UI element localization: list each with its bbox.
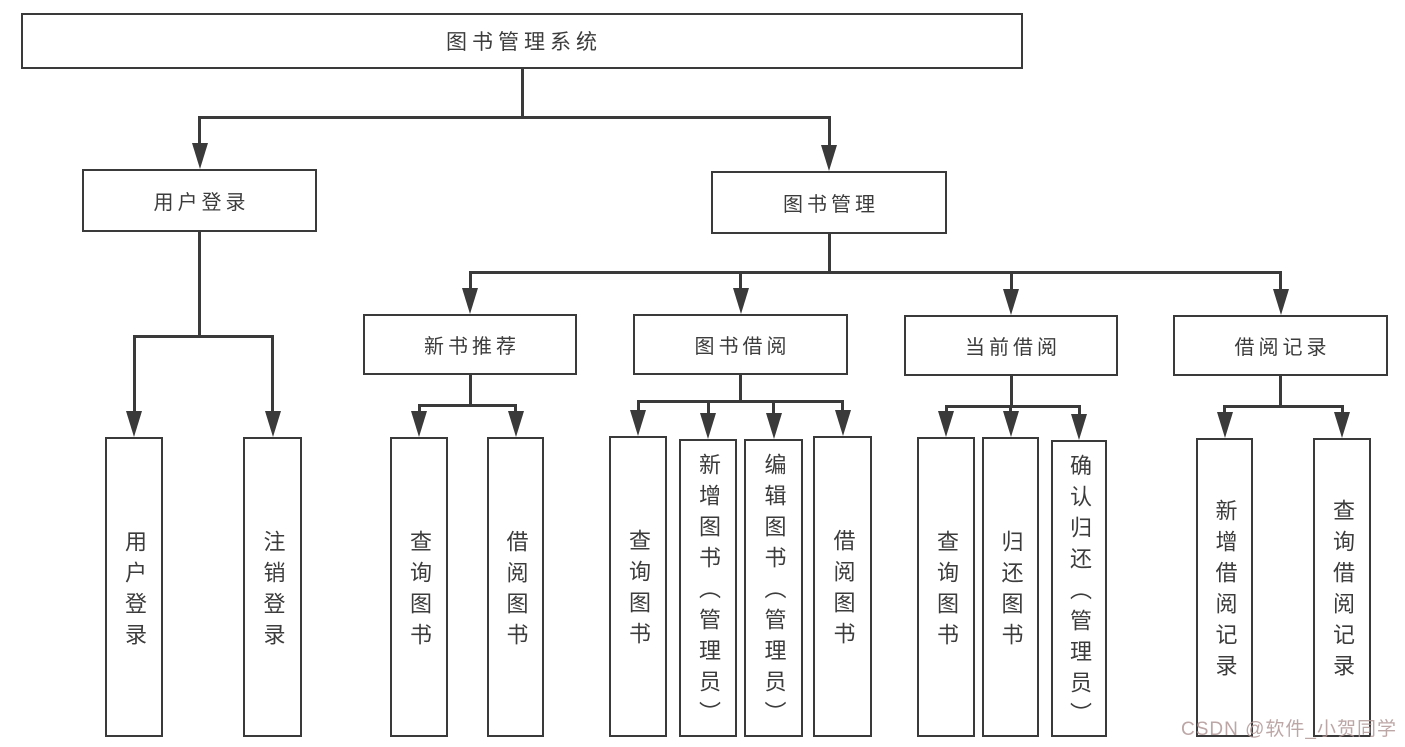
arrowhead-down-icon — [1002, 411, 1019, 437]
node-bb_borrow: 借阅图书 — [813, 436, 872, 737]
connector-line — [520, 68, 524, 117]
node-bb_edit: 编辑图书（管理员） — [744, 439, 803, 737]
connector-line — [636, 399, 640, 412]
node-root: 图书管理系统 — [21, 13, 1023, 69]
arrowhead-down-icon — [732, 288, 749, 314]
connector-line — [514, 403, 517, 413]
connector-line — [841, 399, 844, 412]
node-label: 查询图书 — [626, 529, 651, 653]
connector-line — [1340, 404, 1344, 414]
connector-line — [468, 270, 1282, 274]
arrowhead-down-icon — [507, 411, 524, 437]
connector-line — [706, 399, 710, 415]
connector-line — [1223, 404, 1344, 408]
node-bb_query: 查询图书 — [609, 436, 667, 737]
arrowhead-down-icon — [191, 143, 208, 169]
arrowhead-down-icon — [1071, 414, 1087, 440]
csdn-watermark: CSDN @软件_小贺同学 — [1181, 719, 1397, 740]
arrowhead-down-icon — [1216, 412, 1233, 438]
node-cb_confirm: 确认归还（管理员） — [1051, 440, 1107, 737]
connector-line — [468, 374, 472, 405]
connector-line — [1279, 270, 1282, 291]
node-ul_logout: 注销登录 — [243, 437, 302, 737]
connector-line — [772, 399, 775, 415]
node-cb_query: 查询图书 — [917, 437, 975, 737]
node-label: 借阅图书 — [830, 529, 856, 653]
node-label: 查询图书 — [934, 529, 959, 654]
connector-line — [1223, 404, 1226, 414]
node-label: 用户登录 — [122, 529, 147, 654]
connector-line — [1009, 375, 1013, 406]
node-label: 借阅记录 — [1234, 337, 1331, 359]
connector-line — [1009, 270, 1013, 291]
connector-line — [944, 404, 948, 413]
arrowhead-down-icon — [126, 411, 142, 437]
connector-line — [271, 334, 274, 413]
connector-line — [132, 334, 274, 338]
arrowhead-down-icon — [1334, 412, 1350, 438]
arrowhead-down-icon — [765, 413, 782, 439]
connector-line — [944, 404, 1081, 408]
node-new_book: 新书推荐 — [363, 314, 577, 375]
connector-line — [739, 270, 742, 290]
connector-line — [1077, 404, 1081, 416]
arrowhead-down-icon — [700, 413, 716, 439]
connector-line — [198, 115, 201, 145]
node-br_query: 查询借阅记录 — [1313, 438, 1371, 737]
connector-line — [1279, 375, 1282, 406]
node-current_borrow: 当前借阅 — [904, 315, 1118, 376]
node-label: 归还图书 — [998, 529, 1024, 654]
connector-line — [827, 115, 831, 147]
node-book_mgmt: 图书管理 — [711, 171, 947, 234]
arrowhead-down-icon — [630, 410, 646, 436]
arrowhead-down-icon — [462, 288, 478, 314]
node-label: 图书借阅 — [694, 336, 791, 358]
node-label: 当前借阅 — [965, 337, 1061, 359]
arrowhead-down-icon — [411, 411, 427, 437]
connector-line — [827, 233, 831, 272]
connector-line — [417, 403, 421, 413]
node-br_add: 新增借阅记录 — [1196, 438, 1253, 737]
node-label: 图书管理系统 — [446, 31, 602, 54]
node-label: 新增图书（管理员） — [696, 453, 721, 732]
node-label: 新增借阅记录 — [1212, 499, 1238, 685]
node-borrow_record: 借阅记录 — [1173, 315, 1388, 376]
node-user_login: 用户登录 — [82, 169, 317, 232]
connector-line — [198, 115, 831, 119]
node-bb_add: 新增图书（管理员） — [679, 439, 737, 737]
connector-line — [198, 231, 201, 336]
node-label: 编辑图书（管理员） — [761, 453, 787, 732]
connector-line — [468, 270, 472, 290]
connector-line — [1009, 404, 1012, 413]
connector-line — [417, 403, 517, 407]
arrowhead-down-icon — [264, 411, 281, 437]
arrowhead-down-icon — [938, 411, 954, 437]
node-nb_borrow: 借阅图书 — [487, 437, 544, 737]
connector-line — [636, 399, 844, 403]
node-label: 查询借阅记录 — [1330, 499, 1355, 685]
arrowhead-down-icon — [1003, 289, 1019, 315]
node-label: 借阅图书 — [503, 529, 529, 654]
node-label: 新书推荐 — [424, 336, 520, 358]
node-label: 确认归还（管理员） — [1067, 453, 1092, 733]
arrowhead-down-icon — [1272, 289, 1289, 315]
arrowhead-down-icon — [821, 145, 837, 171]
connector-line — [132, 334, 136, 413]
node-label: 图书管理 — [783, 194, 879, 216]
node-book_borrow: 图书借阅 — [633, 314, 848, 375]
node-ul_login: 用户登录 — [105, 437, 163, 737]
node-nb_query: 查询图书 — [390, 437, 448, 737]
arrowhead-down-icon — [834, 410, 851, 436]
node-label: 查询图书 — [407, 529, 432, 654]
node-label: 注销登录 — [260, 529, 286, 654]
node-cb_return: 归还图书 — [982, 437, 1039, 737]
node-label: 用户登录 — [153, 192, 250, 214]
connector-line — [739, 374, 742, 401]
